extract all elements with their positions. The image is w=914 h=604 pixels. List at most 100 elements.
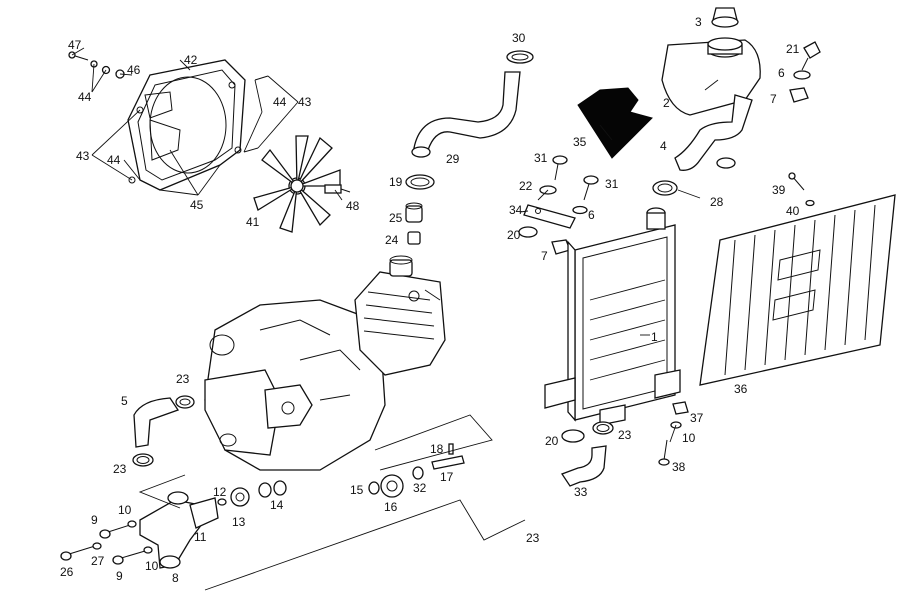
- radiator-grille: [699, 194, 896, 386]
- label-part-4[interactable]: 4: [660, 139, 667, 153]
- leader-lines: [71, 47, 719, 591]
- label-part-34[interactable]: 34: [509, 203, 523, 217]
- label-part-18[interactable]: 18: [430, 442, 444, 456]
- label-part-23a[interactable]: 23: [176, 372, 190, 386]
- label-part-15[interactable]: 15: [350, 483, 364, 497]
- ring-15: [368, 481, 380, 495]
- washer-10-upper: [127, 520, 137, 528]
- shaft-17: [431, 455, 465, 470]
- label-part-28[interactable]: 28: [710, 195, 724, 209]
- fan-sensor: [324, 184, 351, 194]
- label-part-48[interactable]: 48: [346, 199, 360, 213]
- label-part-30[interactable]: 30: [512, 31, 526, 45]
- bolt-39: [788, 172, 805, 191]
- label-part-9b[interactable]: 9: [116, 569, 123, 583]
- heat-shield-35: [577, 87, 653, 159]
- label-part-44a[interactable]: 44: [78, 90, 92, 104]
- part-labels: 1 2 3 4 5 6 6 7 7 8 9 9 10 10 10 11 12 1…: [60, 15, 800, 585]
- seal-14: [258, 480, 287, 498]
- pump-cover-8: [139, 491, 206, 569]
- label-part-3[interactable]: 3: [695, 15, 702, 29]
- label-part-47[interactable]: 47: [68, 38, 82, 52]
- label-part-9a[interactable]: 9: [91, 513, 98, 527]
- label-part-7a[interactable]: 7: [770, 92, 777, 106]
- hose-clamp-19: [405, 174, 435, 190]
- screw-26: [60, 545, 96, 561]
- label-part-6b[interactable]: 6: [588, 208, 595, 222]
- gear-16: [380, 474, 404, 498]
- label-part-23d[interactable]: 23: [618, 428, 632, 442]
- label-part-35[interactable]: 35: [573, 135, 587, 149]
- hose-clamp-23-left: [132, 453, 154, 467]
- label-part-22[interactable]: 22: [519, 179, 533, 193]
- label-part-21[interactable]: 21: [786, 42, 800, 56]
- label-part-13[interactable]: 13: [232, 515, 246, 529]
- hose-clamp-28-lower: [652, 180, 678, 196]
- label-part-27[interactable]: 27: [91, 554, 105, 568]
- label-part-19[interactable]: 19: [389, 175, 403, 189]
- screw-31-right: [583, 175, 599, 201]
- label-part-26[interactable]: 26: [60, 565, 74, 579]
- label-part-38[interactable]: 38: [672, 460, 686, 474]
- label-part-44c[interactable]: 44: [107, 153, 121, 167]
- label-part-45[interactable]: 45: [190, 198, 204, 212]
- tank-cap: [711, 7, 739, 28]
- label-part-39[interactable]: 39: [772, 183, 786, 197]
- label-part-10c[interactable]: 10: [682, 431, 696, 445]
- screw-9-upper: [99, 524, 131, 539]
- label-part-11[interactable]: 11: [194, 530, 207, 544]
- label-part-29[interactable]: 29: [446, 152, 460, 166]
- label-part-25[interactable]: 25: [389, 211, 403, 225]
- label-part-23b[interactable]: 23: [113, 462, 127, 476]
- washer-6-mid: [572, 205, 588, 215]
- label-part-10a[interactable]: 10: [118, 503, 132, 517]
- label-part-43a[interactable]: 43: [298, 95, 312, 109]
- label-part-6a[interactable]: 6: [778, 66, 785, 80]
- water-pump-housing: [264, 384, 313, 429]
- upper-radiator-hose: [411, 71, 521, 158]
- fan-shroud: [127, 59, 246, 191]
- label-part-10b[interactable]: 10: [145, 559, 159, 573]
- bearing-32: [412, 466, 424, 480]
- screw-9-lower: [112, 550, 146, 565]
- thermostat-housing-25: [405, 202, 423, 223]
- label-part-20a[interactable]: 20: [507, 228, 521, 242]
- label-part-43b[interactable]: 43: [76, 149, 90, 163]
- label-part-33[interactable]: 33: [574, 485, 588, 499]
- pin-18: [448, 443, 454, 455]
- label-part-32[interactable]: 32: [413, 481, 427, 495]
- bolt-21: [801, 41, 821, 71]
- label-part-40[interactable]: 40: [786, 204, 800, 218]
- hose-clamp-30: [506, 50, 534, 64]
- grommet-20-lower: [561, 429, 585, 443]
- gasket-11: [189, 497, 219, 529]
- label-part-36[interactable]: 36: [734, 382, 748, 396]
- label-part-17[interactable]: 17: [440, 470, 454, 484]
- bolt-38: [658, 439, 670, 466]
- label-part-44b[interactable]: 44: [273, 95, 287, 109]
- label-part-31a[interactable]: 31: [534, 151, 548, 165]
- label-part-41[interactable]: 41: [246, 215, 260, 229]
- nut-7-mid: [551, 239, 571, 255]
- label-part-1[interactable]: 1: [651, 330, 658, 344]
- label-part-8[interactable]: 8: [172, 571, 179, 585]
- label-part-16[interactable]: 16: [384, 500, 398, 514]
- impeller-13: [230, 487, 250, 507]
- label-part-37[interactable]: 37: [690, 411, 704, 425]
- grommet-20-upper: [518, 226, 538, 238]
- label-part-24[interactable]: 24: [385, 233, 399, 247]
- radiator: [544, 207, 681, 426]
- bracket-34: [523, 204, 576, 229]
- label-part-31b[interactable]: 31: [605, 177, 619, 191]
- label-part-7b[interactable]: 7: [541, 249, 548, 263]
- label-part-14[interactable]: 14: [270, 498, 284, 512]
- label-part-23c[interactable]: 23: [526, 531, 540, 545]
- hose-clamp-23-upper: [175, 395, 195, 409]
- label-part-12[interactable]: 12: [213, 485, 227, 499]
- label-part-20b[interactable]: 20: [545, 434, 559, 448]
- label-part-42[interactable]: 42: [184, 53, 198, 67]
- label-part-5[interactable]: 5: [121, 394, 128, 408]
- label-part-2[interactable]: 2: [663, 96, 670, 110]
- label-part-46[interactable]: 46: [127, 63, 141, 77]
